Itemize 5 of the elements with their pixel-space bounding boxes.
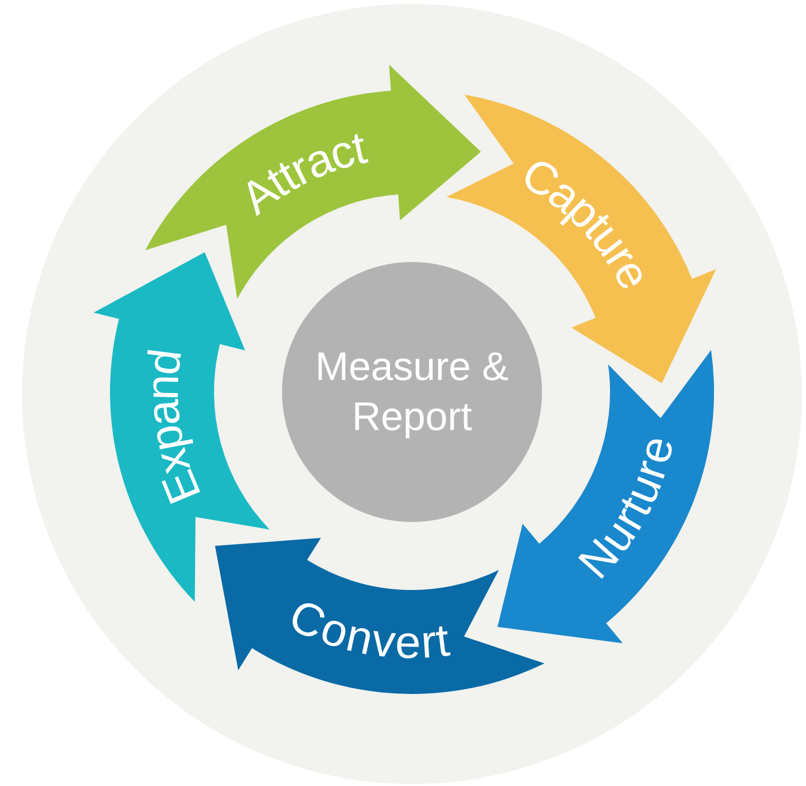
cycle-stage [145, 64, 481, 299]
stage-label: Convert [282, 588, 452, 668]
cycle-stage [215, 538, 544, 694]
cycle-stage [94, 252, 270, 602]
center-label: Measure & Report [314, 344, 510, 441]
